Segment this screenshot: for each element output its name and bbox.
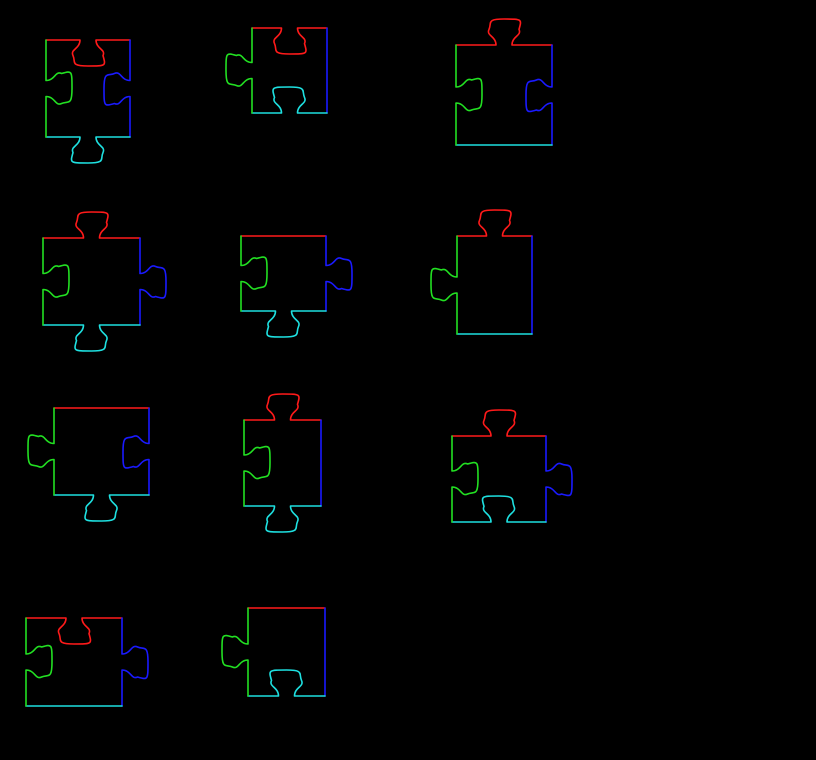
piece-4 [42, 211, 167, 352]
piece-1-bottom-edge [45, 136, 131, 164]
piece-5-right-edge [325, 235, 353, 312]
piece-3-right-edge [525, 44, 553, 146]
piece-10-top-edge [25, 617, 123, 645]
piece-4-top-edge [42, 211, 141, 239]
piece-6 [430, 209, 533, 335]
piece-7-bottom-edge [53, 494, 150, 522]
piece-3-left-edge [455, 44, 483, 146]
piece-10-left-edge [25, 617, 53, 707]
piece-10 [25, 617, 149, 707]
piece-6-left-edge [430, 235, 458, 335]
piece-3-top-edge [455, 18, 553, 46]
piece-8-top-edge [243, 393, 322, 421]
piece-2-bottom-edge [251, 86, 328, 114]
piece-7-left-edge [27, 407, 55, 496]
piece-11-left-edge [221, 607, 249, 697]
piece-5 [240, 235, 353, 338]
piece-8 [243, 393, 322, 533]
piece-11 [221, 607, 326, 697]
piece-6-top-edge [456, 209, 533, 237]
piece-2-left-edge [225, 27, 253, 114]
piece-4-right-edge [139, 237, 167, 326]
piece-7 [27, 407, 150, 522]
piece-1 [45, 39, 131, 164]
piece-9 [451, 409, 573, 523]
piece-9-top-edge [451, 409, 547, 437]
piece-7-right-edge [122, 407, 150, 496]
piece-9-left-edge [451, 435, 479, 523]
piece-3 [455, 18, 553, 146]
piece-4-left-edge [42, 237, 70, 326]
piece-5-bottom-edge [240, 310, 327, 338]
piece-5-left-edge [240, 235, 268, 312]
piece-1-left-edge [45, 39, 73, 138]
piece-11-bottom-edge [247, 669, 326, 697]
piece-1-right-edge [103, 39, 131, 138]
piece-9-right-edge [545, 435, 573, 523]
piece-10-right-edge [121, 617, 149, 707]
piece-4-bottom-edge [42, 324, 141, 352]
piece-2 [225, 27, 328, 114]
piece-8-left-edge [243, 419, 271, 507]
piece-1-top-edge [45, 39, 131, 67]
piece-8-bottom-edge [243, 505, 322, 533]
piece-2-top-edge [251, 27, 328, 55]
piece-9-bottom-edge [451, 495, 547, 523]
